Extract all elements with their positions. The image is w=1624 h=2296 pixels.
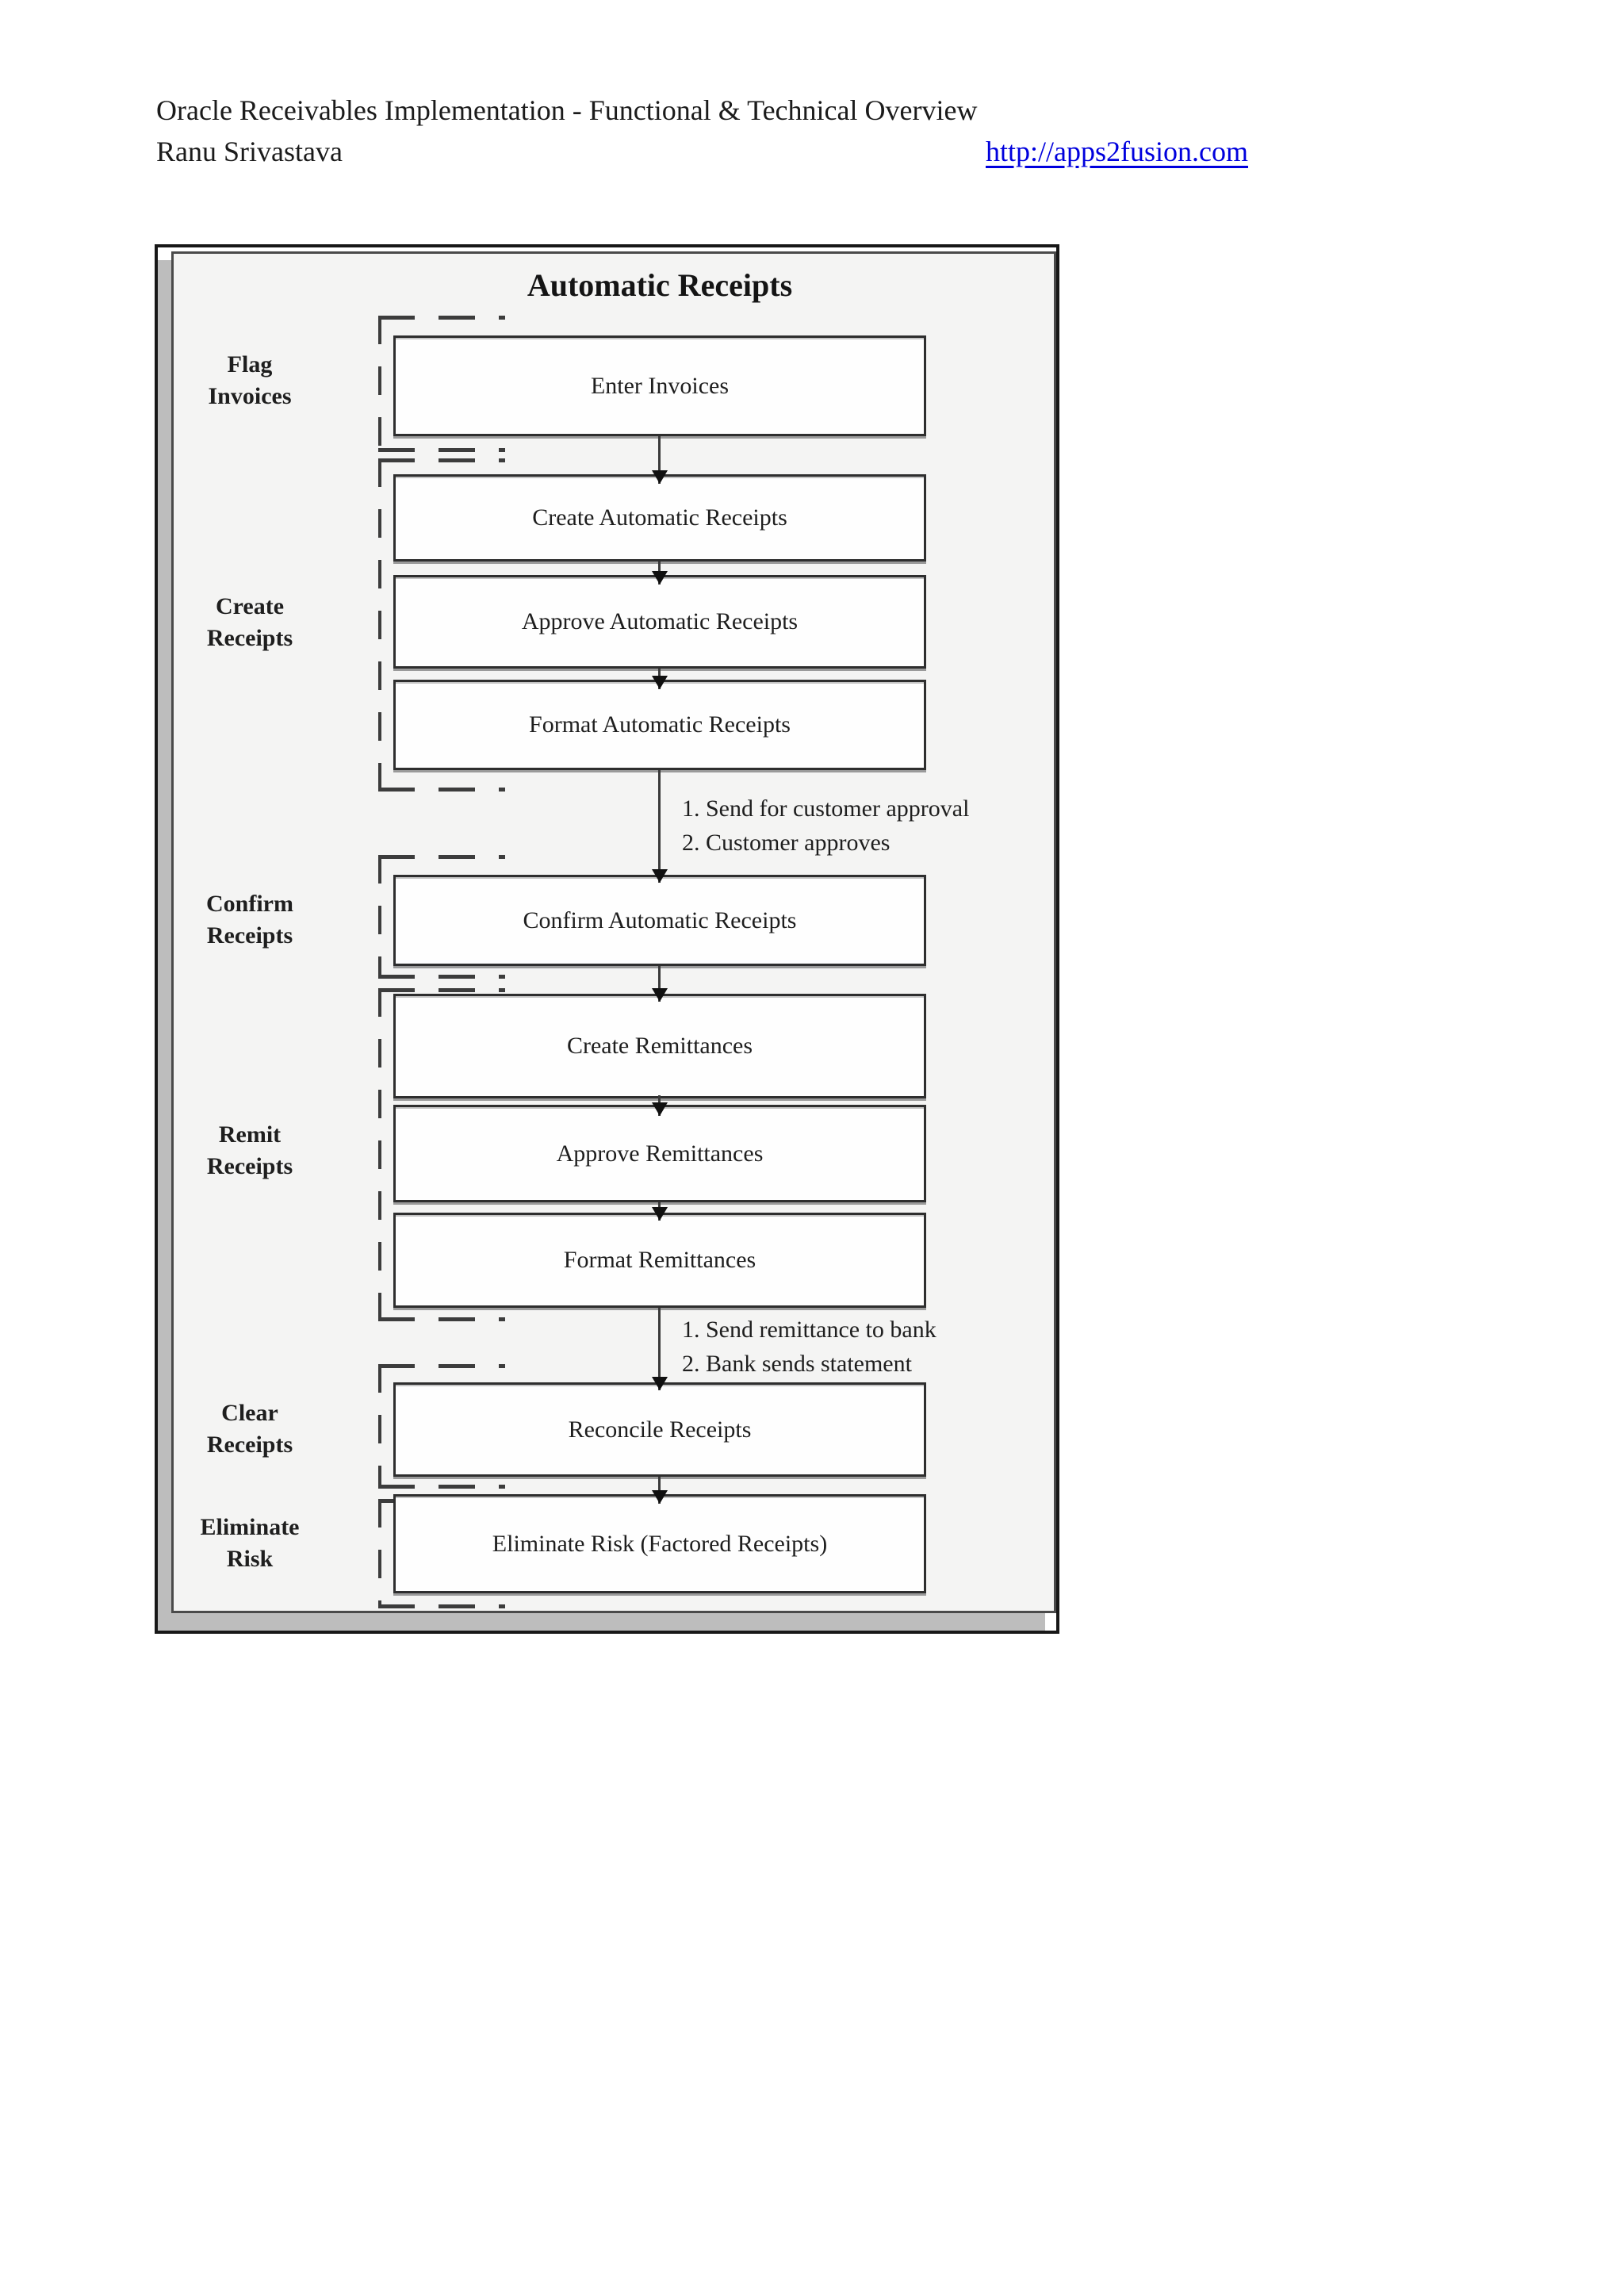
flow-arrow (652, 436, 668, 484)
side-label-clear-receipts: Clear Receipts (206, 1400, 293, 1458)
flow-arrow (652, 1308, 668, 1390)
flow-box-approve-automatic-receipts: Approve Automatic Receipts (393, 575, 926, 669)
document-author: Ranu Srivastava (156, 136, 343, 167)
figure-title: Automatic Receipts (527, 267, 793, 303)
annotation-customer-approval: 1. Send for customer approval 2. Custome… (682, 795, 970, 856)
flow-box-approve-remittances: Approve Remittances (393, 1105, 926, 1202)
flow-box-eliminate-risk: Eliminate Risk (Factored Receipts) (393, 1494, 926, 1593)
annotation-bank-statement: 1. Send remittance to bank 2. Bank sends… (682, 1317, 936, 1377)
flow-box-format-remittances: Format Remittances (393, 1213, 926, 1308)
document-title: Oracle Receivables Implementation - Func… (156, 94, 978, 126)
flow-arrow (652, 669, 668, 689)
flow-box-confirm-automatic-receipts: Confirm Automatic Receipts (393, 875, 926, 966)
arrow-down-icon (652, 571, 668, 585)
arrow-down-icon (652, 869, 668, 883)
arrow-down-icon (652, 470, 668, 484)
side-label-remit-receipts: Remit Receipts (206, 1121, 293, 1179)
flow-box-create-remittances: Create Remittances (393, 994, 926, 1098)
figure-left-shadow (158, 260, 171, 1631)
side-label-eliminate-risk: Eliminate Risk (200, 1514, 300, 1572)
flow-box-create-automatic-receipts: Create Automatic Receipts (393, 474, 926, 562)
automatic-receipts-figure: Automatic Receipts Flag Invoices Create … (155, 244, 1059, 1634)
flow-arrow (652, 770, 668, 883)
figure-bottom-shadow (171, 1613, 1045, 1631)
arrow-down-icon (652, 1207, 668, 1221)
arrow-down-icon (652, 1490, 668, 1504)
arrow-down-icon (652, 988, 668, 1002)
flow-box-format-automatic-receipts: Format Automatic Receipts (393, 680, 926, 770)
flow-box-enter-invoices: Enter Invoices (393, 335, 926, 436)
side-label-flag-invoices: Flag Invoices (208, 351, 292, 409)
arrow-down-icon (652, 1377, 668, 1390)
side-label-create-receipts: Create Receipts (206, 593, 293, 651)
flow-arrow (652, 1095, 668, 1116)
arrow-down-icon (652, 1102, 668, 1116)
flow-arrow (652, 1202, 668, 1221)
flow-arrow (652, 966, 668, 1002)
flow-box-reconcile-receipts: Reconcile Receipts (393, 1382, 926, 1477)
apps2fusion-link[interactable]: http://apps2fusion.com (986, 136, 1248, 167)
side-label-confirm-receipts: Confirm Receipts (206, 891, 293, 949)
arrow-down-icon (652, 676, 668, 689)
flow-arrow (652, 562, 668, 585)
flow-arrow (652, 1477, 668, 1504)
